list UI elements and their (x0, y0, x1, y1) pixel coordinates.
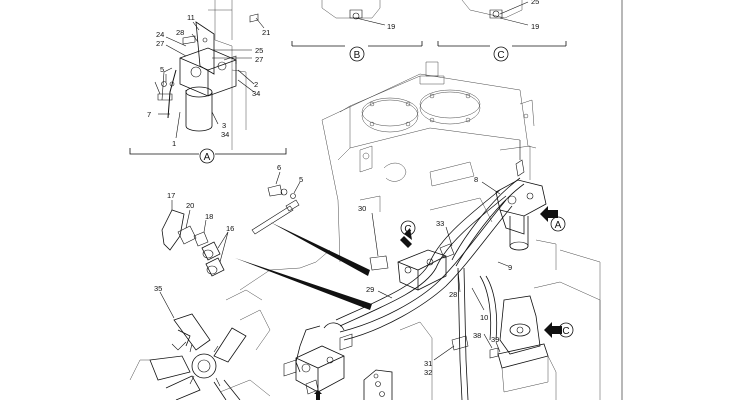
view-arrow-c-lower-letter: C (562, 326, 569, 337)
part-number-38: 38 (473, 331, 481, 340)
part-number-29: 29 (366, 285, 374, 294)
view-c-callout (493, 46, 509, 62)
part-number-8: 8 (474, 175, 478, 184)
part-number-9: 9 (508, 263, 512, 272)
part-number-31: 31 (424, 359, 432, 368)
lower-bracket (363, 369, 393, 400)
part-number-21: 21 (262, 28, 270, 37)
view-arrow-a-letter: A (555, 220, 562, 231)
part-number-30: 30 (358, 204, 366, 213)
engine-block (239, 61, 557, 291)
part-number-34: 34 (221, 130, 229, 139)
engine-mount: 38 39 (473, 281, 601, 400)
part-number-28: 28 (176, 28, 184, 37)
view-b-letter: B (354, 50, 361, 61)
part-number-5: 5 (299, 175, 303, 184)
manifold-block: C (397, 220, 455, 291)
part-number-16: 16 (226, 224, 234, 233)
detail-a: 11 28 24 27 25 27 2 34 21 5 7 1 3 34 A (129, 0, 287, 164)
part-number-27: 27 (156, 39, 164, 48)
part-number-32: 32 (424, 368, 432, 377)
part-number-17: 17 (167, 191, 175, 200)
plate-30: 30 (358, 204, 389, 271)
part-number-19: 19 (531, 22, 539, 31)
hose-routing (295, 177, 525, 400)
part-number-10: 10 (480, 313, 488, 322)
part-number-24: 24 (156, 30, 164, 39)
part-number-2: 2 (254, 80, 258, 89)
part-number-25: 25 (255, 46, 263, 55)
part-number-11: 11 (187, 13, 195, 22)
part-number-39: 39 (491, 335, 499, 344)
view-arrow-c-lower: C (544, 322, 574, 338)
detail-c: 25 19 C (437, 0, 567, 62)
part-number-20: 20 (186, 201, 194, 210)
view-a-letter: A (204, 152, 211, 163)
part-number-25-partial: 25 (531, 0, 539, 6)
view-b-callout (349, 46, 365, 62)
part-number-7: 7 (147, 110, 151, 119)
view-a-callout (199, 148, 215, 164)
part-number-28: 28 (449, 290, 457, 299)
pointer-wedge-upper (270, 222, 370, 276)
filter-assembly-right: 8 9 (474, 140, 547, 272)
pipe-parts-group: 6 5 17 20 18 16 (161, 163, 303, 277)
part-number-3: 3 (222, 121, 226, 130)
hose-clip: 31 32 (424, 335, 469, 377)
cooling-fan: 35 (149, 284, 271, 400)
view-arrow-c-letter: C (404, 224, 411, 235)
part-number-5: 5 (160, 65, 164, 74)
part-number-1: 1 (172, 139, 176, 148)
lower-pump (283, 333, 353, 400)
pointer-wedge-lower (235, 258, 372, 310)
part-number-27: 27 (255, 55, 263, 64)
view-arrow-a: A (540, 206, 566, 232)
view-c-letter: C (497, 50, 504, 61)
detail-b: 19 B (291, 0, 423, 62)
part-number-35: 35 (154, 284, 162, 293)
part-number-19: 19 (387, 22, 395, 31)
part-number-34: 34 (252, 89, 260, 98)
part-number-18: 18 (205, 212, 213, 221)
part-number-6: 6 (277, 163, 281, 172)
part-number-33: 33 (436, 219, 444, 228)
